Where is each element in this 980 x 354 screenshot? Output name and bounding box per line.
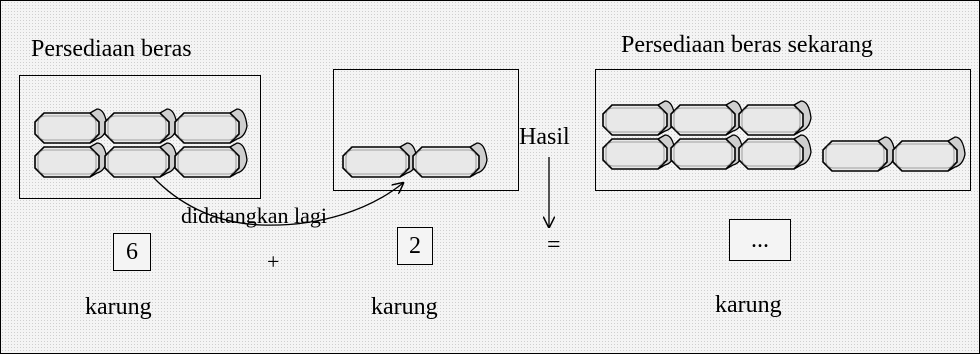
result-count: ... <box>751 226 769 253</box>
rice-sacks <box>34 100 966 178</box>
result-count-box: ... <box>729 219 791 261</box>
initial-unit: karung <box>85 294 152 320</box>
sack <box>412 142 488 178</box>
arrow-label: didatangkan lagi <box>181 203 328 228</box>
added-count: 2 <box>409 232 421 259</box>
initial-count-box: 6 <box>113 233 151 271</box>
sack <box>342 142 418 178</box>
sack <box>104 108 178 144</box>
sack <box>822 136 896 172</box>
initial-count: 6 <box>126 238 138 265</box>
sack <box>738 134 812 170</box>
sack <box>174 108 248 144</box>
transfer-arrow <box>152 176 403 226</box>
sack <box>670 134 744 170</box>
sack <box>34 108 108 144</box>
sack <box>602 100 676 136</box>
result-label: Hasil <box>519 124 570 150</box>
plus-sign: + <box>267 249 280 274</box>
sack <box>670 100 744 136</box>
added-count-box: 2 <box>397 227 433 265</box>
added-stock-frame <box>333 69 519 191</box>
sack <box>602 134 676 170</box>
left-title: Persediaan beras <box>31 36 192 62</box>
initial-stock-frame <box>19 75 261 199</box>
current-stock-frame <box>595 69 971 191</box>
result-unit: karung <box>715 292 782 318</box>
equals-sign: = <box>547 232 561 258</box>
sack <box>738 100 812 136</box>
sack <box>892 136 966 172</box>
added-unit: karung <box>371 294 438 320</box>
sack <box>104 142 178 178</box>
sack <box>34 142 108 178</box>
sack <box>174 142 248 178</box>
right-title: Persediaan beras sekarang <box>621 32 873 58</box>
